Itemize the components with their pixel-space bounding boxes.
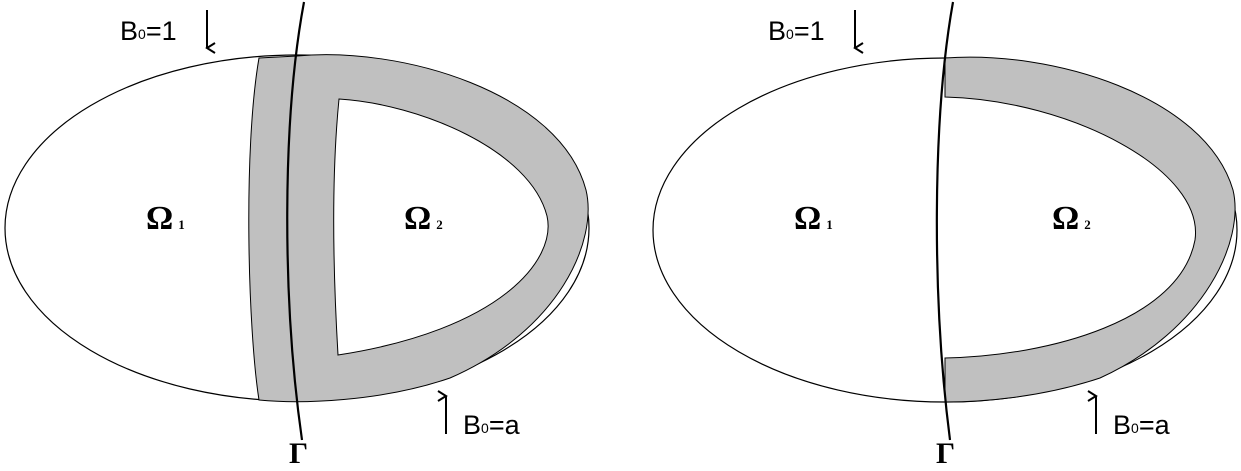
svg-text:B0=a: B0=a bbox=[1113, 410, 1171, 440]
interface-curve bbox=[935, 1, 955, 441]
svg-text:B0=1: B0=1 bbox=[768, 16, 825, 46]
interface-label: Γ bbox=[289, 437, 308, 470]
svg-text:Ω2: Ω2 bbox=[404, 200, 443, 237]
svg-text:B0=1: B0=1 bbox=[120, 16, 177, 46]
interface-curve bbox=[286, 1, 306, 441]
interface-label: Γ bbox=[936, 437, 955, 470]
shaded-layer bbox=[944, 56, 1236, 403]
svg-text:Ω2: Ω2 bbox=[1052, 200, 1091, 237]
top-boundary-label: B0=1 bbox=[120, 16, 177, 46]
bottom-boundary-label: B0=a bbox=[1113, 410, 1171, 440]
shaded-layer bbox=[248, 54, 589, 403]
svg-text:Ω1: Ω1 bbox=[146, 200, 185, 237]
top-boundary-label: B0=1 bbox=[768, 16, 825, 46]
bottom-boundary-label: B0=a bbox=[463, 410, 521, 440]
svg-text:Ω1: Ω1 bbox=[794, 200, 833, 237]
svg-text:B0=a: B0=a bbox=[463, 410, 521, 440]
